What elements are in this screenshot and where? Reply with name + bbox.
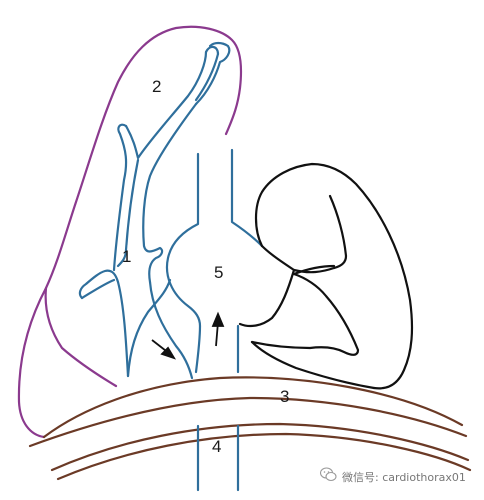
venous-tree (78, 41, 264, 380)
label-1: 1 (122, 247, 131, 266)
flow-arrow-diagonal (151, 339, 177, 360)
lower-vessel (196, 424, 240, 492)
wechat-icon (320, 467, 337, 482)
pericardium-outline-lower (44, 286, 118, 388)
label-2: 2 (152, 77, 161, 96)
label-5: 5 (214, 263, 223, 282)
label-3: 3 (280, 387, 289, 406)
watermark-text: 微信号: cardiothorax01 (342, 471, 466, 484)
pericardium-outline (17, 25, 243, 439)
label-4: 4 (212, 437, 221, 456)
flow-arrow-up (211, 311, 225, 347)
diaphragm (28, 376, 472, 481)
heart-outline (238, 162, 414, 390)
